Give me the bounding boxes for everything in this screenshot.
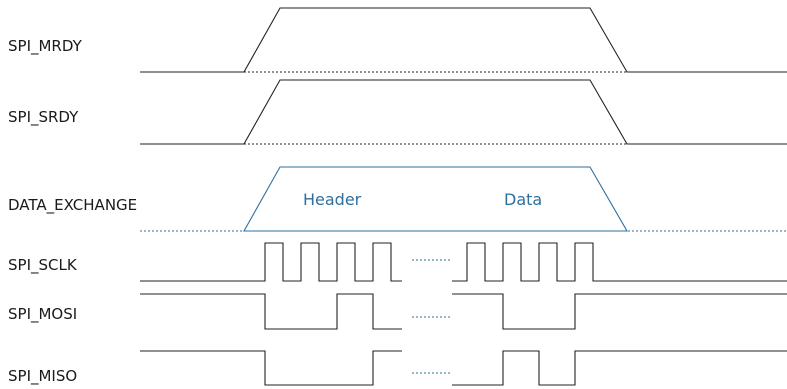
mosi-waveform xyxy=(140,293,787,330)
signal-label-data-exchange: DATA_EXCHANGE xyxy=(8,196,137,215)
miso-waveform xyxy=(140,350,787,386)
signal-label-mrdy: SPI_MRDY xyxy=(8,37,83,56)
signal-label-sclk: SPI_SCLK xyxy=(8,256,78,275)
phase-label-data: Data xyxy=(504,190,542,209)
data-exchange-waveform xyxy=(140,166,787,232)
signal-label-srdy: SPI_SRDY xyxy=(8,108,79,127)
mrdy-waveform xyxy=(140,7,787,73)
phase-label-header: Header xyxy=(303,190,362,209)
signal-label-miso: SPI_MISO xyxy=(8,367,77,386)
signal-label-mosi: SPI_MOSI xyxy=(8,305,77,324)
sclk-waveform xyxy=(140,242,787,282)
srdy-waveform xyxy=(140,79,787,145)
